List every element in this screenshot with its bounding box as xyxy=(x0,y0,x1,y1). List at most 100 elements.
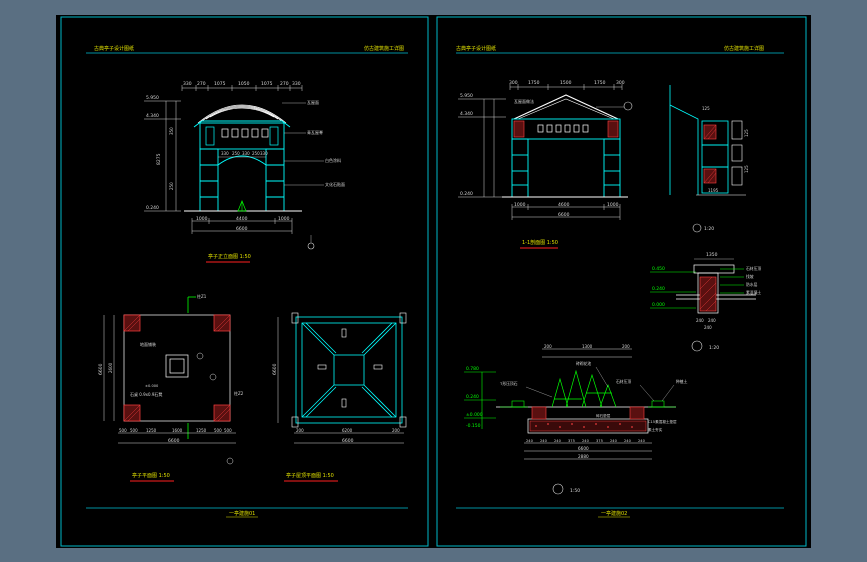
fe-mid-dim-1: 250 xyxy=(232,151,240,156)
fe-top-dim-0: 330 xyxy=(183,81,192,87)
fe-side-dim-1: 250 xyxy=(169,182,174,190)
cad-canvas: 古典亭子设计图纸 仿古建筑施工详图 古典亭子设计图纸 仿古建筑施工详图 一亭建施… xyxy=(60,16,807,547)
db-callout-3: 素混凝土 xyxy=(746,290,761,295)
da-dim-1: 125 xyxy=(744,129,749,137)
fe-mid-dim-0: 330 xyxy=(221,151,229,156)
front-elevation: 330 270 1075 1050 1075 270 330 5.950 4.3… xyxy=(144,81,345,263)
fe-side-dim-0: 350 xyxy=(169,127,174,135)
sec-bottom-total: 6600 xyxy=(558,212,570,218)
dc-callout-2: 石材压顶 xyxy=(616,379,631,384)
roof-plan: 6600 200 6200 200 6600 亭子屋顶平面图 1:50 xyxy=(272,312,407,482)
da-title: 1:20 xyxy=(704,226,714,232)
dc-bottom-dim-5: 375 xyxy=(596,439,603,443)
dc-top-dim-0: 200 xyxy=(544,344,552,349)
sec-top-dim-2: 1500 xyxy=(560,80,572,86)
dc-bottom-dim-2: 240 xyxy=(554,439,562,443)
fe-top-dim-3: 1050 xyxy=(238,81,250,87)
dc-sub-total: 6600 xyxy=(578,446,589,451)
left-header-right: 仿古建筑施工详图 xyxy=(364,45,404,52)
sec-title: 1-1剖面图 1:50 xyxy=(522,239,558,246)
dc-level-3: -0.150 xyxy=(466,423,481,429)
fp-label-level: ±0.000 xyxy=(145,384,159,388)
fp-bottom-dim-3: 1600 xyxy=(172,428,183,433)
sec-top-dim-3: 1750 xyxy=(594,80,606,86)
fp-label-paving: 地面铺装 xyxy=(140,341,156,347)
db-dim-2: 240 xyxy=(708,318,716,323)
fe-callout-1: 青瓦屋脊 xyxy=(307,129,323,135)
dc-bottom-dim-4: 240 xyxy=(582,439,590,443)
sec-top-dim-0: 300 xyxy=(509,80,518,86)
dc-bottom-dim-3: 375 xyxy=(568,439,575,443)
fe-bottom-dim-1: 4400 xyxy=(236,216,248,222)
dc-callout-3: 种植土 xyxy=(676,379,688,384)
fp-bottom-dim-5: 500 xyxy=(214,428,222,433)
left-footer: 一亭建施01 xyxy=(229,510,255,517)
rp-bottom-dim-2: 200 xyxy=(392,428,400,433)
db-level-1: 0.240 xyxy=(652,286,665,292)
fe-title: 亭子正立面图 1:50 xyxy=(208,253,251,260)
right-footer: 一亭建施02 xyxy=(601,510,627,517)
fe-bottom-dim-2: 1000 xyxy=(278,216,290,222)
fe-level-1: 4.340 xyxy=(146,113,159,119)
sec-top-dim-1: 1750 xyxy=(528,80,540,86)
fe-mid-dim-2: 330 xyxy=(242,151,250,156)
fe-top-dim-1: 270 xyxy=(197,81,206,87)
dc-bottom-dim-7: 240 xyxy=(624,439,632,443)
fe-bottom-dim-0: 1000 xyxy=(196,216,208,222)
dc-bottom-total: 2880 xyxy=(578,454,589,459)
fe-callout-3: 文化石贴面 xyxy=(325,181,345,187)
detail-planter: 200 1300 200 0.780 0.240 ±0.000 -0.150 xyxy=(464,344,688,495)
sec-bottom-dim-0: 1000 xyxy=(514,202,526,208)
db-callout-1: 找坡 xyxy=(746,274,754,279)
fe-side-dim-total: 8275 xyxy=(156,153,162,165)
dc-callout-1: 砖砌花池 xyxy=(576,361,591,366)
sheet-borders xyxy=(60,16,807,547)
rp-title: 亭子屋顶平面图 1:50 xyxy=(286,472,334,479)
dc-bottom-dim-8: 240 xyxy=(638,439,646,443)
db-level-2: 0.000 xyxy=(652,302,665,308)
dc-bottom-dim-6: 240 xyxy=(610,439,618,443)
db-dim-3: 240 xyxy=(704,325,712,330)
sec-level-3: 0.240 xyxy=(460,191,473,197)
fe-callout-0: 瓦屋面 xyxy=(307,99,319,105)
dc-level-2: ±0.000 xyxy=(466,412,483,418)
dc-top-dim-2: 200 xyxy=(622,344,630,349)
left-sheet-border xyxy=(60,16,429,547)
dc-title: 1:50 xyxy=(570,488,580,494)
fp-left-dim: 2600 xyxy=(108,362,113,373)
dc-callout-0: T形压顶石 xyxy=(499,381,518,386)
sec-bottom-dim-1: 4600 xyxy=(558,202,570,208)
fe-top-dim-6: 330 xyxy=(292,81,301,87)
da-dim-2: 125 xyxy=(744,165,749,173)
fp-title: 亭子平面图 1:50 xyxy=(132,472,170,479)
db-level-0: 0.450 xyxy=(652,266,665,272)
fe-top-dim-4: 1075 xyxy=(261,81,273,87)
fe-level-0: 5.950 xyxy=(146,95,159,101)
detail-eave: 125 125 125 1195 1:20 xyxy=(669,85,749,233)
dc-bottom-dim-0: 240 xyxy=(526,439,534,443)
fp-bottom-dim-6: 500 xyxy=(224,428,232,433)
fe-level-3: 0.240 xyxy=(146,205,159,211)
detail-wall-cap: 0.450 0.240 0.000 xyxy=(650,252,761,352)
fe-top-dim-5: 270 xyxy=(280,81,289,87)
sec-callout: 瓦屋面做法 xyxy=(514,98,534,104)
left-header-left: 古典亭子设计图纸 xyxy=(94,45,134,52)
dc-bottom-dim-1: 240 xyxy=(540,439,548,443)
dc-top-dim-1: 1300 xyxy=(582,344,593,349)
sec-bottom-dim-2: 1000 xyxy=(607,202,619,208)
db-dim-0: 1350 xyxy=(706,252,718,258)
drawing-sheet: 古典亭子设计图纸 仿古建筑施工详图 古典亭子设计图纸 仿古建筑施工详图 一亭建施… xyxy=(56,15,811,548)
fe-mid-dim-4: 330 xyxy=(260,151,268,156)
fp-bottom-dim-4: 1250 xyxy=(196,428,207,433)
fp-label-col2: 柱Z2 xyxy=(234,390,244,396)
section-1-1: 300 1750 1500 1750 300 5.950 4.340 0.240 xyxy=(458,80,633,249)
db-callout-0: 石材压顶 xyxy=(746,266,761,271)
fp-left-total: 6600 xyxy=(98,363,104,375)
rp-bottom-total: 6600 xyxy=(342,438,354,444)
dc-level-1: 0.240 xyxy=(466,394,479,400)
fp-bottom-dim-1: 500 xyxy=(130,428,138,433)
da-dim-3: 1195 xyxy=(708,188,719,193)
fe-bottom-total: 6600 xyxy=(236,226,248,232)
db-title: 1:20 xyxy=(709,345,719,351)
